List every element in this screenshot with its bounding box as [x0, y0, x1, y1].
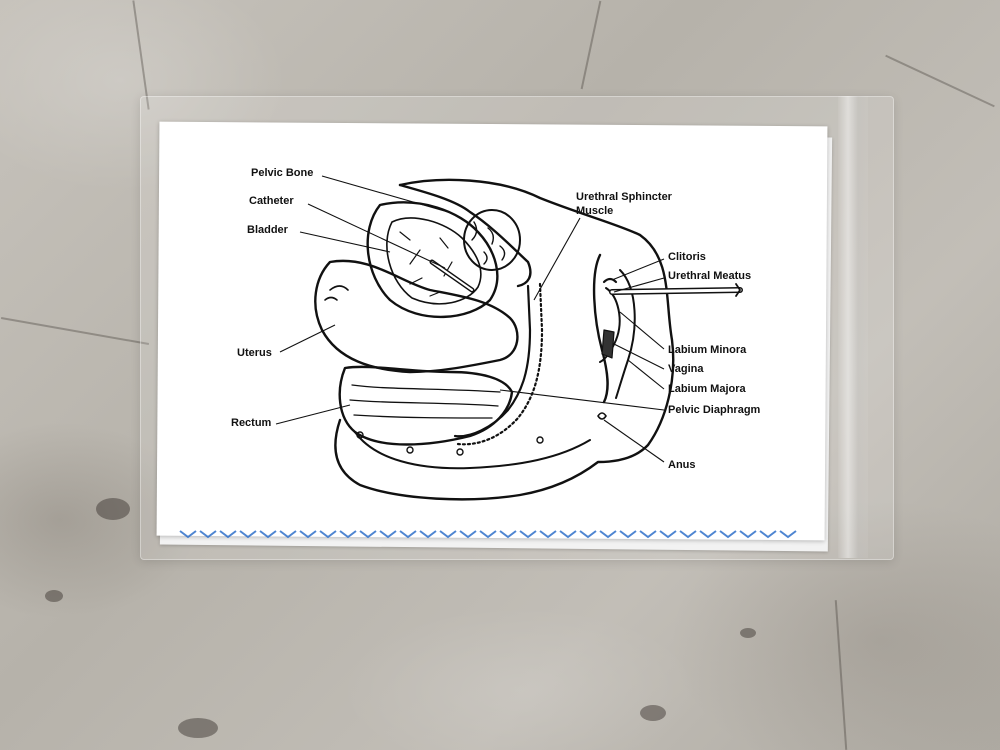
label-urethral-meatus: Urethral Meatus: [668, 270, 752, 282]
anus: [597, 412, 607, 420]
leader-urethral-sphincter: [533, 217, 581, 301]
pelvic-bone: [398, 183, 532, 288]
leader-clitoris: [611, 258, 665, 281]
bladder: [366, 201, 499, 319]
leader-pelvic-bone: [321, 175, 449, 213]
leader-urethral-meatus: [613, 277, 665, 293]
label-clitoris: Clitoris: [668, 251, 706, 263]
card-edge-pattern: [178, 528, 798, 540]
leader-rectum: [275, 404, 351, 425]
label-labium-majora: Labium Majora: [668, 383, 746, 395]
label-pelvic-bone: Pelvic Bone: [251, 167, 314, 179]
clitoris: [602, 277, 618, 284]
label-urethral-sphincter-muscle: Muscle: [576, 205, 614, 217]
labium-minora: [599, 287, 621, 363]
vagina: [601, 329, 615, 359]
vulva-outline: [592, 253, 609, 404]
bag-zipper: [838, 96, 868, 558]
label-vagina: Vagina: [668, 363, 704, 375]
label-uterus: Uterus: [237, 347, 272, 359]
label-anus: Anus: [668, 459, 696, 471]
leader-labium-minora: [619, 311, 665, 350]
surface-stain: [178, 718, 218, 738]
surface-stain: [740, 628, 756, 638]
uterus: [314, 259, 519, 374]
leader-pelvic-diaphragm: [499, 389, 665, 411]
label-rectum: Rectum: [231, 417, 272, 429]
leader-anus: [603, 419, 665, 463]
label-pelvic-diaphragm: Pelvic Diaphragm: [668, 404, 761, 416]
surface-stain: [640, 705, 666, 721]
label-catheter: Catheter: [249, 195, 294, 207]
leader-vagina: [613, 343, 665, 370]
leader-uterus: [279, 324, 336, 353]
leader-catheter: [307, 203, 446, 269]
surface-stain: [96, 498, 130, 520]
label-urethral-sphincter: Urethral Sphincter: [576, 191, 672, 203]
body-outline: [334, 178, 675, 501]
surface-stain: [45, 590, 63, 602]
leader-bladder: [299, 231, 391, 253]
label-labium-minora: Labium Minora: [668, 344, 747, 356]
leader-labium-majora: [627, 359, 665, 390]
label-bladder: Bladder: [247, 224, 288, 236]
